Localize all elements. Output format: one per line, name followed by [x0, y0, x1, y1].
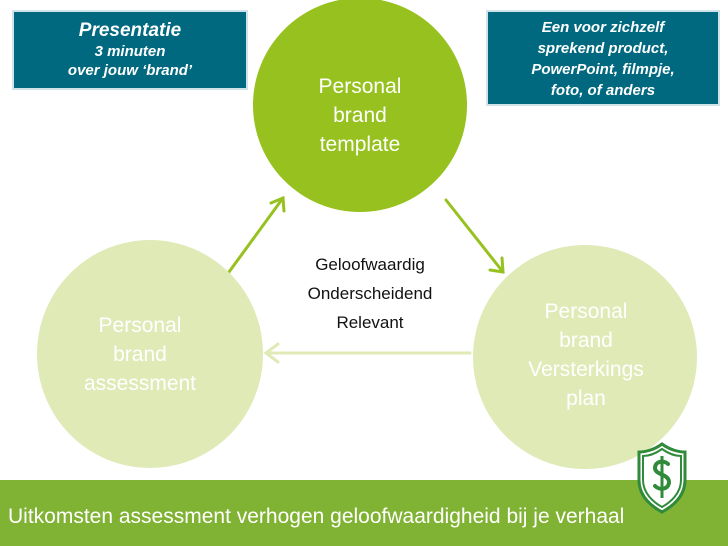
node-personal-brand-plan: Personal brand Versterkings plan: [473, 245, 697, 469]
node-right-line-3: Versterkings: [528, 358, 644, 381]
node-personal-brand-assessment: Personal brand assessment: [37, 240, 263, 468]
arrow-head-template: [269, 195, 286, 213]
node-left-line-1: Personal: [98, 313, 182, 337]
arrow-head-plan: [488, 256, 505, 274]
node-personal-brand-template: Personal brand template: [253, 0, 467, 212]
footer-text: Uitkomsten assessment verhogen geloofwaa…: [8, 505, 625, 528]
product-line-4: foto, of anders: [550, 82, 656, 99]
keyword-relevant: Relevant: [336, 313, 404, 332]
product-line-1: Een voor zichzelf: [541, 19, 665, 36]
node-top-line-3: template: [319, 132, 401, 156]
node-right-line-1: Personal: [544, 300, 628, 323]
node-top-line-1: Personal: [318, 74, 402, 98]
arrow-head-assessment: [263, 342, 280, 364]
node-left-line-3: assessment: [83, 371, 197, 395]
node-top-line-2: brand: [333, 103, 387, 127]
presentation-subject: over jouw ‘brand’: [67, 62, 193, 79]
product-info-box: Een voor zichzelf sprekend product, Powe…: [486, 10, 720, 106]
presentation-title: Presentatie: [78, 20, 182, 41]
arrow-template-to-plan: [444, 198, 505, 274]
node-right-line-4: plan: [566, 387, 606, 410]
keyword-credible: Geloofwaardig: [315, 255, 425, 274]
shield-logo-icon: [637, 442, 687, 514]
arrow-assessment-to-template: [227, 196, 285, 274]
product-line-3: PowerPoint, filmpje,: [531, 61, 675, 78]
node-left-line-2: brand: [113, 342, 167, 366]
product-line-2: sprekend product,: [537, 40, 669, 57]
presentation-info-box: Presentatie 3 minuten over jouw ‘brand’: [12, 10, 248, 90]
node-right-line-2: brand: [559, 329, 613, 352]
footer-banner: Uitkomsten assessment verhogen geloofwaa…: [0, 480, 728, 546]
presentation-duration: 3 minuten: [94, 43, 166, 60]
center-keywords: Geloofwaardig Onderscheidend Relevant: [280, 250, 460, 337]
keyword-distinctive: Onderscheidend: [307, 284, 433, 303]
